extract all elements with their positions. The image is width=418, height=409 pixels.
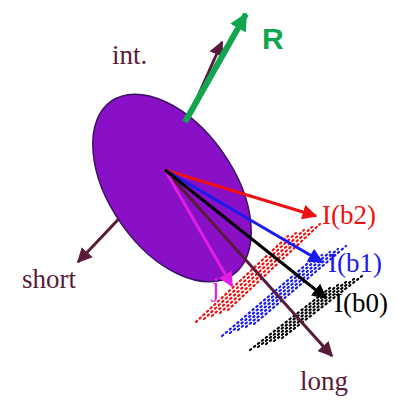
dotted-line	[246, 249, 338, 327]
intensity-label: I(b1)	[328, 250, 382, 277]
axis-label: int.	[112, 42, 147, 69]
ib0-vector	[165, 170, 326, 298]
axis-label: long	[300, 368, 348, 395]
r-vector	[185, 14, 246, 122]
ib1-vector	[165, 170, 322, 262]
axis-label: short	[22, 266, 76, 293]
vector-label: R	[262, 24, 284, 54]
long-axis	[165, 170, 332, 356]
intensity-label: I(b2)	[322, 202, 376, 229]
ib2-vector	[165, 170, 316, 216]
intensity-label: I(b0)	[334, 290, 388, 317]
ellipsoid	[60, 66, 283, 311]
vector-label: j	[212, 274, 220, 301]
